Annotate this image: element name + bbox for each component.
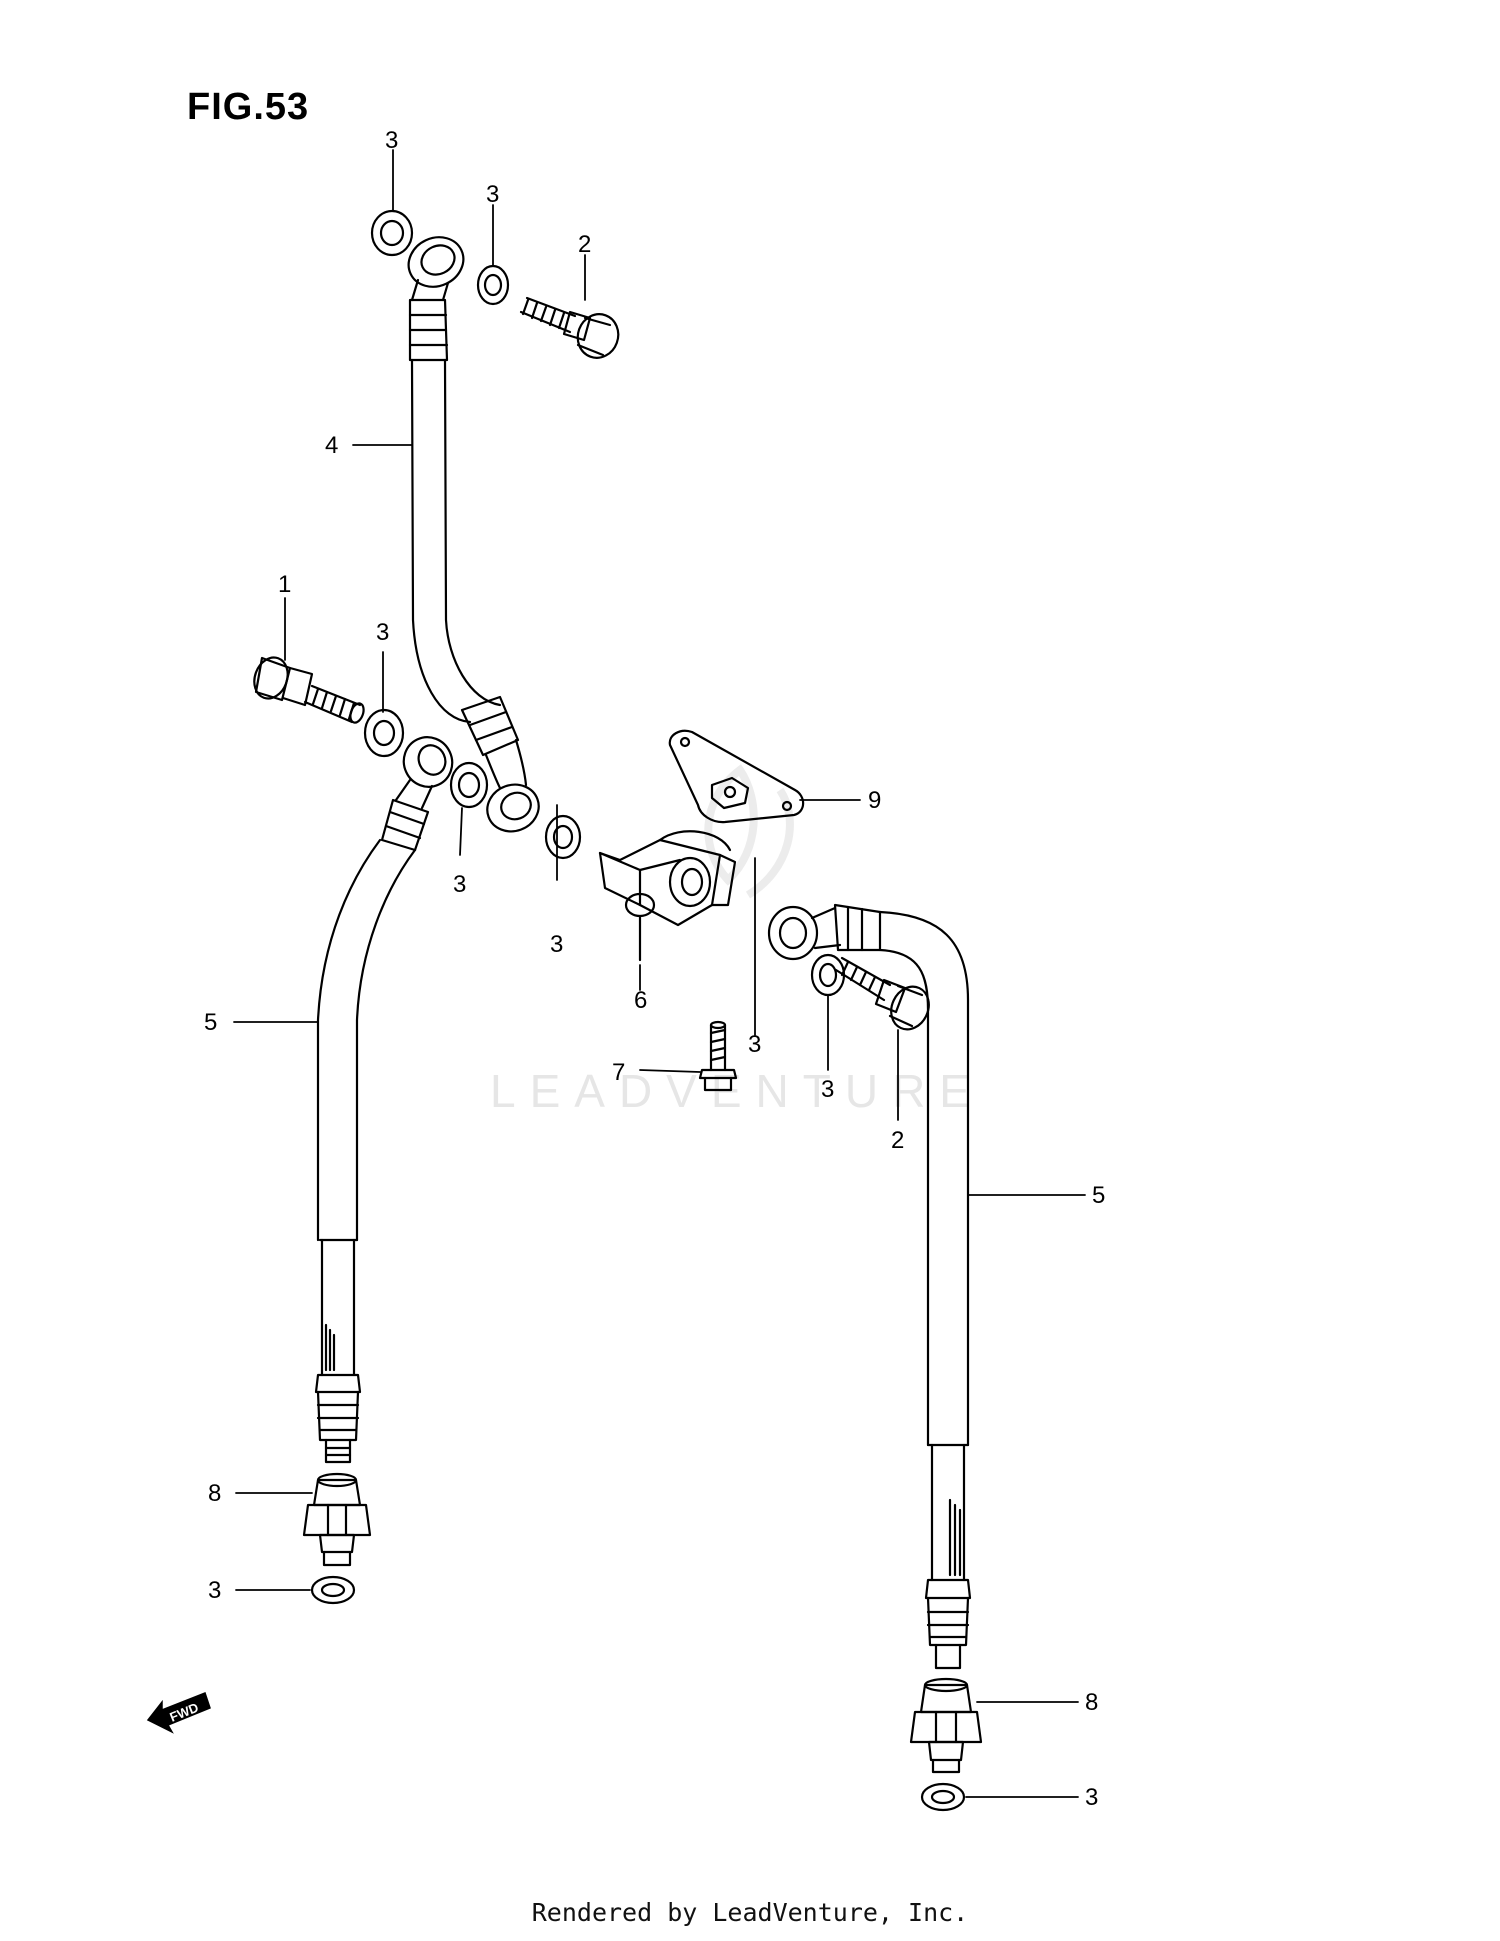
callout-label: 3 [550,931,563,958]
washer-bottom-left [310,1575,356,1605]
washer-mid-center [449,761,489,809]
banjo-bolt-top [519,296,620,359]
callout-label: 5 [1092,1182,1105,1209]
footer-credit: Rendered by LeadVenture, Inc. [531,1898,969,1927]
callout-label: 8 [208,1480,221,1507]
figure-title: FIG.53 [187,86,310,128]
callout-label: 9 [868,787,881,814]
callout-label: 3 [821,1076,834,1103]
callout-label: 3 [385,127,398,154]
callout-label: 5 [204,1009,217,1036]
callout-label: 3 [208,1577,221,1604]
washer-right-banjo [810,953,846,997]
callout-label: 1 [278,571,291,598]
washer-center-lower [544,814,582,860]
callout-label: 7 [612,1059,625,1086]
brake-hose-joint [598,830,737,962]
washer-top-left [370,209,414,257]
leader-lines [233,149,1086,1798]
watermark-logo: LEADVENTURE [490,764,984,1117]
forward-arrow-icon: FWD [146,1692,211,1734]
callout-label: 2 [891,1127,904,1154]
callout-label: 3 [1085,1784,1098,1811]
brake-hose-left [314,736,454,1464]
callout-label: 3 [486,181,499,208]
banjo-bolt-left [253,656,365,724]
callout-label: 6 [634,987,647,1014]
hose-fitting-right [909,1677,983,1774]
callout-label: 8 [1085,1689,1098,1716]
callout-label: 3 [748,1031,761,1058]
hose-fitting-left [302,1472,372,1567]
callout-label: 3 [453,871,466,898]
forward-label: FWD [168,1700,201,1725]
washer-top-mid [476,264,510,306]
watermark-text: LEADVENTURE [490,1065,984,1117]
brake-hose-upper [407,236,540,833]
mounting-bracket [668,729,805,824]
washer-mid-left [363,708,405,758]
callout-label: 2 [578,231,591,258]
mounting-bolt [698,1020,738,1092]
washer-bottom-right [920,1782,966,1812]
callout-label: 3 [376,619,389,646]
banjo-bolt-right [834,956,930,1031]
callout-label: 4 [325,432,338,459]
brake-hose-right [767,903,972,1670]
callout-labels: 3 3 2 4 1 3 3 3 9 6 5 3 7 3 2 5 8 3 8 3 [204,127,1105,1811]
